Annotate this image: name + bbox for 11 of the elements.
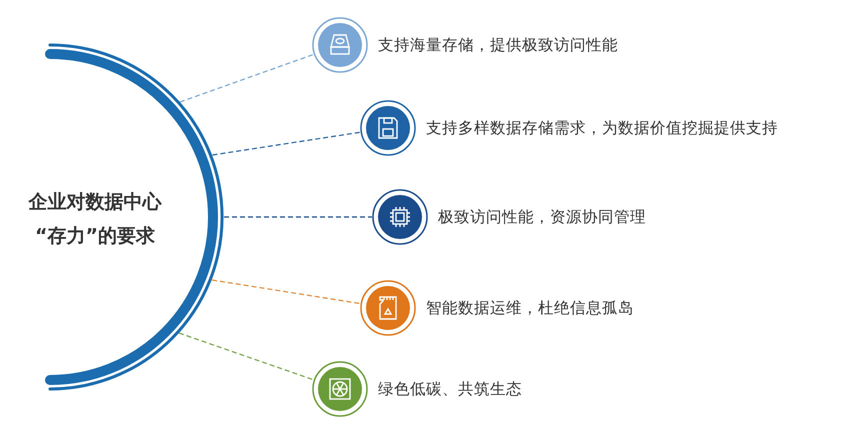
- requirement-text: 支持海量存储，提供极致访问性能: [378, 35, 618, 55]
- requirement-text: 极致访问性能，资源协同管理: [438, 207, 646, 227]
- dashed-connector: [178, 332, 314, 380]
- dashed-connector: [224, 216, 372, 218]
- title-text: 企业对数据中心 “存力”的要求: [27, 190, 163, 249]
- dashed-connector: [212, 132, 360, 156]
- dashed-connector: [180, 54, 314, 103]
- dashed-connector: [212, 279, 360, 304]
- requirement-text: 智能数据运维，杜绝信息孤岛: [426, 298, 634, 318]
- requirement-text: 绿色低碳、共筑生态: [378, 379, 522, 399]
- requirement-text: 支持多样数据存储需求，为数据价值挖掘提供支持: [426, 118, 778, 138]
